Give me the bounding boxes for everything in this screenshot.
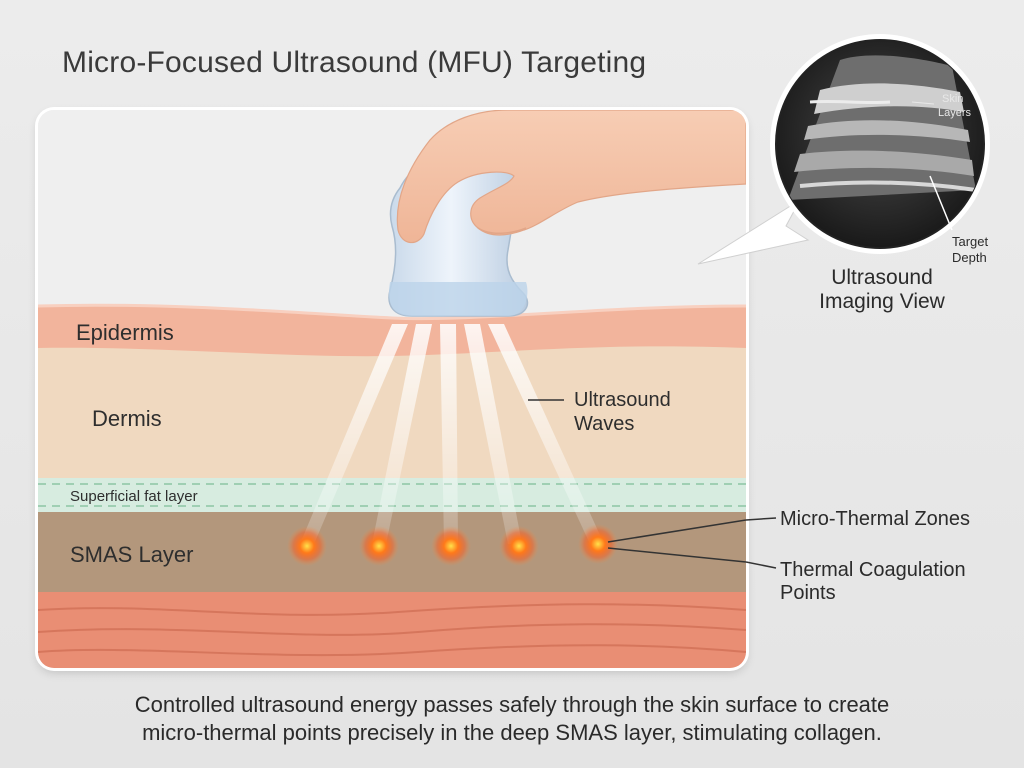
imaging-view-title-line2: Imaging View [819, 290, 945, 313]
thermal-point [359, 526, 399, 566]
dermis-label: Dermis [92, 406, 162, 431]
thermal-coagulation-label-line2: Points [780, 582, 836, 604]
pointer-arrow [697, 198, 810, 265]
imaging-view-title-line1: Ultrasound [831, 266, 933, 289]
micro-thermal-zones-label: Micro-Thermal Zones [780, 508, 971, 530]
dermis-layer [38, 328, 746, 478]
skin-layers-label-line2: Layers [938, 107, 972, 119]
ultrasound-waves-label-line2: Waves [574, 413, 634, 435]
target-depth-label-line1: Target [952, 234, 989, 249]
caption-line-2: micro-thermal points precisely in the de… [142, 720, 882, 745]
thermal-point [431, 526, 471, 566]
thermal-coagulation-label-line1: Thermal Coagulation [780, 559, 966, 581]
thermal-point [578, 524, 618, 564]
skin-layers-label-line1: Skin [942, 93, 963, 105]
thermal-coagulation-points [287, 524, 618, 566]
hand-icon [388, 110, 746, 317]
ultrasound-waves-label-line1: Ultrasound [574, 389, 671, 411]
epidermis-label: Epidermis [76, 320, 174, 345]
caption-line-1: Controlled ultrasound energy passes safe… [134, 692, 890, 717]
smas-label: SMAS Layer [70, 542, 194, 567]
cross-section-svg: Epidermis Dermis Superficial fat layer S… [38, 110, 746, 668]
target-depth-leader [929, 175, 953, 231]
superficial-fat-label: Superficial fat layer [70, 488, 198, 505]
thermal-point [287, 526, 327, 566]
target-depth-label-line2: Depth [952, 250, 987, 265]
imaging-inset-svg: Skin Layers [697, 34, 990, 265]
ultrasound-imaging-inset: Skin Layers Target Depth [690, 30, 990, 290]
outer-leader-lines [746, 517, 777, 569]
ultrasound-scan-image [788, 55, 977, 201]
page-title: Micro-Focused Ultrasound (MFU) Targeting [62, 46, 647, 79]
micro-thermal-leader-line [607, 519, 746, 543]
thermal-point [499, 526, 539, 566]
muscle-layer [38, 592, 746, 668]
coagulation-leader-line [607, 547, 746, 563]
ultrasound-beams [300, 324, 604, 544]
skin-cross-section-diagram: Epidermis Dermis Superficial fat layer S… [38, 110, 746, 668]
